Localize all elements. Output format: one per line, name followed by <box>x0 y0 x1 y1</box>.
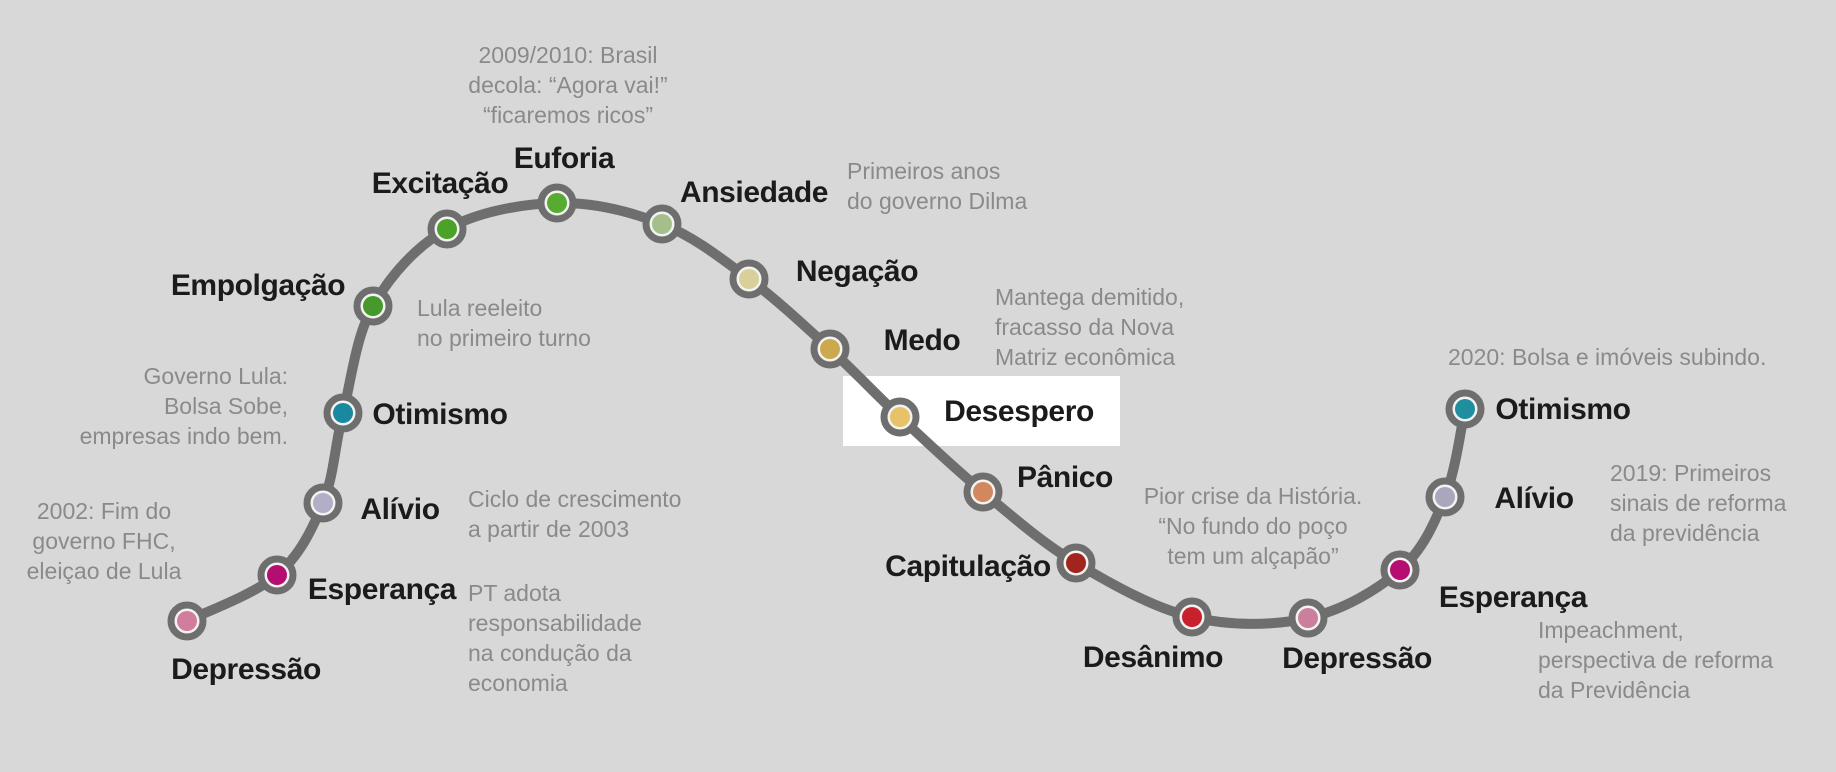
annotation-text: Governo Lula: Bolsa Sobe, empresas indo be… <box>80 361 288 451</box>
annotation-line: fracasso da Nova <box>995 314 1174 340</box>
emotion-node-dot <box>267 565 287 585</box>
annotation-line: 2019: Primeiros <box>1610 460 1772 486</box>
annotation-line: sinais de reforma <box>1610 490 1787 516</box>
emotion-label: Esperança <box>307 573 457 606</box>
annotation-text: 2009/2010: Brasil decola: “Agora vai!” “fi… <box>468 40 667 130</box>
annotation-text: 2019: Primeiros sinais de reforma da previ… <box>1610 458 1786 548</box>
emotion-label: Otimismo <box>1495 393 1631 426</box>
emotion-node-dot <box>313 493 333 513</box>
emotion-label: Otimismo <box>372 398 508 431</box>
emotion-label: Depressão <box>171 653 321 686</box>
emotion-label: Empolgação <box>170 269 346 302</box>
annotation-line: Governo Lula: <box>143 363 288 389</box>
annotation-text: PT adota responsabilidade na condução da ec… <box>468 578 642 698</box>
emotion-node-dot <box>333 403 353 423</box>
annotation-text: Ciclo de crescimento a partir de 2003 <box>468 484 681 544</box>
annotation-line: “ficaremos ricos” <box>483 102 653 128</box>
emotion-label: Esperança <box>1438 581 1588 614</box>
emotion-node-dot <box>547 193 567 213</box>
annotation-line: responsabilidade <box>468 610 642 636</box>
annotation-line: no primeiro turno <box>417 325 591 351</box>
emotion-node-dot <box>177 611 197 631</box>
annotation-line: Matriz econômica <box>995 344 1176 370</box>
emotion-node-dot <box>890 407 910 427</box>
annotation-text: Pior crise da História. “No fundo do poço… <box>1144 481 1363 571</box>
emotion-label: Depressão <box>1282 642 1432 675</box>
emotion-node-dot <box>652 214 672 234</box>
emotion-node-dot <box>437 219 457 239</box>
annotation-line: eleiçao de Lula <box>26 558 182 584</box>
annotation-line: da Previdência <box>1538 677 1691 703</box>
annotation-line: Impeachment, <box>1538 617 1684 643</box>
emotion-label: Pânico <box>1017 461 1113 494</box>
annotation-text: Lula reeleito no primeiro turno <box>417 293 591 353</box>
emotion-label: Desânimo <box>1082 641 1224 674</box>
emotion-label: Excitação <box>371 167 509 200</box>
emotion-node-dot <box>739 269 759 289</box>
emotion-node-dot <box>1066 553 1086 573</box>
emotion-node-dot <box>1182 607 1202 627</box>
annotation-line: tem um alçapão” <box>1167 543 1339 569</box>
annotation-line: Ciclo de crescimento <box>468 486 682 512</box>
emotion-label: Alívio <box>360 493 440 526</box>
annotation-line: Bolsa Sobe, <box>163 393 288 419</box>
emotion-node-dot <box>820 339 840 359</box>
emotion-label: Alívio <box>1494 482 1574 515</box>
annotation-text: Primeiros anos do governo Dilma <box>847 156 1027 216</box>
annotation-line: 2009/2010: Brasil <box>478 42 658 68</box>
annotation-text: Impeachment, perspectiva de reforma da Pre… <box>1538 615 1773 705</box>
emotion-node-dot <box>1390 560 1410 580</box>
emotion-node-dot <box>1435 487 1455 507</box>
annotation-line: na condução da <box>468 640 632 666</box>
annotation-line: a partir de 2003 <box>468 516 630 542</box>
emotion-label: Medo <box>883 324 961 357</box>
annotation-text: 2020: Bolsa e imóveis subindo. <box>1448 342 1766 372</box>
emotion-node-dot <box>1298 608 1318 628</box>
annotation-line: Primeiros anos <box>847 158 1001 184</box>
annotation-line: Mantega demitido, <box>995 284 1185 310</box>
emotion-node-dot <box>973 482 993 502</box>
annotation-line: “No fundo do poço <box>1158 513 1348 539</box>
annotation-line: decola: “Agora vai!” <box>468 72 668 98</box>
annotation-line: perspectiva de reforma <box>1538 647 1774 673</box>
emotion-label: Ansiedade <box>679 176 829 209</box>
annotation-line: da previdência <box>1610 520 1760 546</box>
emotion-label: Euforia <box>513 142 615 175</box>
annotation-line: economia <box>468 670 568 696</box>
annotation-line: 2020: Bolsa e imóveis subindo. <box>1448 344 1767 370</box>
annotation-line: 2002: Fim do <box>36 498 172 524</box>
annotation-line: do governo Dilma <box>847 188 1028 214</box>
annotation-line: PT adota <box>468 580 561 606</box>
annotation-line: Pior crise da História. <box>1143 483 1363 509</box>
annotation-line: governo FHC, <box>32 528 176 554</box>
emotion-label: Capitulação <box>885 550 1051 583</box>
annotation-line: Lula reeleito <box>417 295 543 321</box>
emotion-label: Desespero <box>944 395 1094 428</box>
emotion-label: Negação <box>795 255 919 288</box>
emotion-node-dot <box>1455 399 1475 419</box>
emotion-node-dot <box>363 296 383 316</box>
annotation-text: 2002: Fim do governo FHC, eleiçao de Lula <box>27 496 182 586</box>
annotation-line: empresas indo bem. <box>79 423 288 449</box>
